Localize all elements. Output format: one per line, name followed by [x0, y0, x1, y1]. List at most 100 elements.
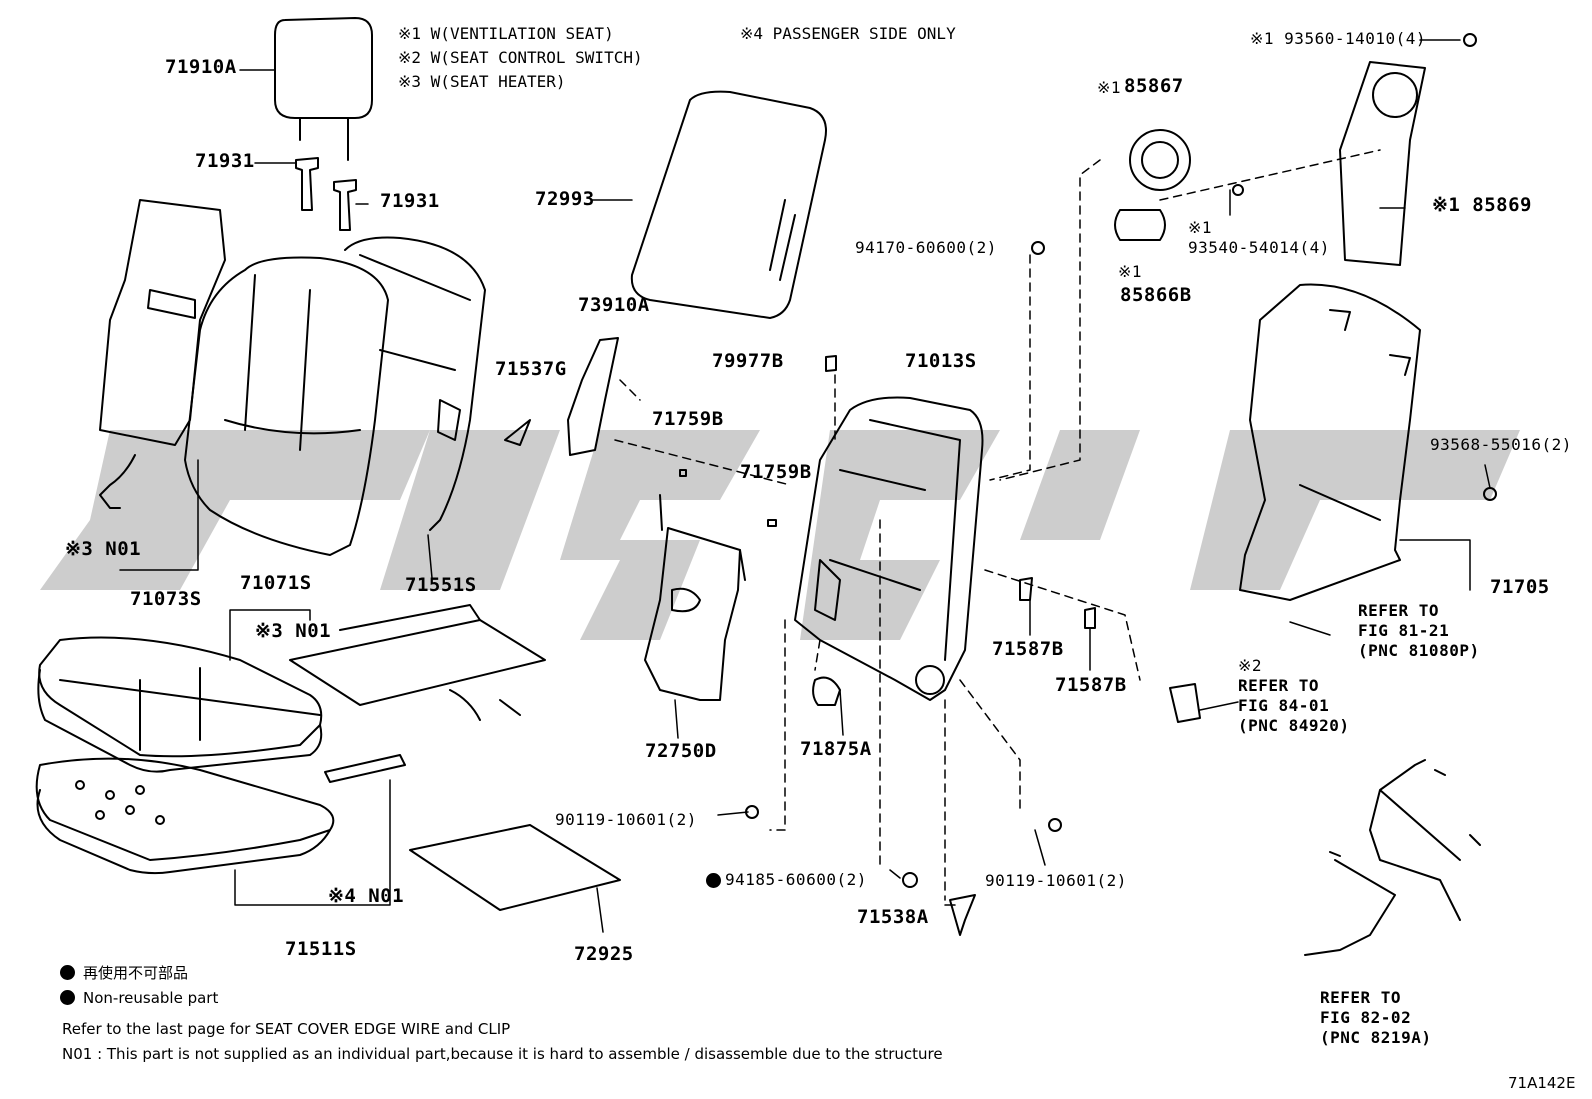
note-2: ※2 W(SEAT CONTROL SWITCH)	[398, 48, 643, 67]
label-71759B-a: 71759B	[652, 408, 724, 430]
label-72750D: 72750D	[645, 740, 717, 762]
ref-84-01-mark: ※2	[1238, 656, 1263, 675]
wire-harness-8219A	[1304, 759, 1481, 956]
watermark-logo	[40, 430, 1520, 640]
label-72993: 72993	[535, 188, 595, 210]
label-85869: ※1 85869	[1432, 194, 1532, 216]
clip-71537G	[504, 419, 531, 446]
label-71537G: 71537G	[495, 358, 567, 380]
ref-82-02-line2: FIG 82-02	[1320, 1008, 1412, 1027]
label-71910A: 71910A	[165, 56, 237, 78]
label-71587B-b: 71587B	[1055, 674, 1127, 696]
bracket-71587B-b	[1084, 607, 1096, 629]
label-85867-mark: ※1	[1097, 78, 1122, 97]
label-85866B-mark: ※1	[1118, 262, 1143, 281]
ref-82-02: REFER TO FIG 82-02 (PNC 8219A)	[1320, 990, 1431, 1046]
label-85867: 85867	[1124, 75, 1184, 97]
bolt-93560	[1463, 33, 1477, 47]
clip-71538A	[949, 894, 976, 936]
legend-jp-text: 再使用不可部品	[83, 964, 189, 982]
label-N01-back: ※3 N01	[65, 538, 142, 560]
label-71073S: 71073S	[130, 588, 202, 610]
seatback-cover-71551S	[184, 236, 486, 556]
label-71013S: 71013S	[905, 350, 977, 372]
label-N01-bottom: ※4 N01	[328, 885, 405, 907]
footer-line1: Refer to the last page for SEAT COVER ED…	[62, 1020, 511, 1038]
ref-81-21-line2: FIG 81-21	[1358, 621, 1450, 640]
back-cover-71705	[1239, 283, 1421, 601]
seat-cushion-pad-71511S	[35, 757, 335, 875]
headrest-71910A	[274, 17, 373, 161]
note-3: ※3 W(SEAT HEATER)	[398, 72, 566, 91]
seatback-frame-71013S	[794, 396, 984, 701]
legend-en-text: Non-reusable part	[83, 989, 219, 1007]
label-72925: 72925	[574, 943, 634, 965]
clip-71759B-a	[679, 469, 687, 477]
label-93540: 93540-54014(4)	[1188, 238, 1330, 257]
label-71931-b: 71931	[380, 190, 440, 212]
legend-dot-icon	[60, 965, 75, 980]
ref-81-21-line3: (PNC 81080P)	[1358, 641, 1480, 660]
label-71551S: 71551S	[405, 574, 477, 596]
ref-82-02-line1: REFER TO	[1320, 988, 1402, 1007]
legend-en: Non-reusable part	[60, 990, 218, 1006]
note-4: ※4 PASSENGER SIDE ONLY	[740, 24, 956, 43]
clip-71759B-b	[767, 519, 777, 527]
seat-cushion-cover-71071S	[37, 636, 323, 773]
note-1: ※1 W(VENTILATION SEAT)	[398, 24, 614, 43]
clip-71875A	[812, 676, 841, 706]
ref-81-21-line1: REFER TO	[1358, 601, 1440, 620]
mat-72925	[409, 824, 621, 911]
label-71875A: 71875A	[800, 738, 872, 760]
ref-84-01-line2: FIG 84-01	[1238, 696, 1330, 715]
leader-lines	[119, 39, 1491, 933]
duct-85869	[1339, 61, 1426, 266]
label-N01-top: ※3 N01	[255, 620, 332, 642]
bracket-71587B-a	[1019, 577, 1033, 601]
bolt-90119-right	[1048, 818, 1062, 832]
lumbar-support-72750D	[644, 494, 746, 701]
nonreusable-dot	[706, 873, 721, 888]
side-pad-73910A	[567, 337, 619, 456]
label-71071S: 71071S	[240, 572, 312, 594]
connector-79977B	[825, 355, 837, 372]
label-71538A: 71538A	[857, 906, 929, 928]
bolt-93540	[1232, 184, 1244, 196]
label-90119-left: 90119-10601(2)	[555, 810, 697, 829]
label-71759B-b: 71759B	[740, 461, 812, 483]
figure-code: 71A142E	[1508, 1074, 1576, 1092]
label-94185: 94185-60600(2)	[725, 870, 867, 889]
legend-jp: 再使用不可部品	[60, 965, 188, 981]
label-73910A: 73910A	[578, 294, 650, 316]
switch-84920	[1169, 683, 1201, 723]
ref-84-01: REFER TO FIG 84-01 (PNC 84920)	[1238, 678, 1349, 734]
ref-84-01-line3: (PNC 84920)	[1238, 716, 1350, 735]
label-93560: ※1 93560-14010(4)	[1250, 29, 1427, 48]
legend-dot-icon	[60, 990, 75, 1005]
label-71511S: 71511S	[285, 938, 357, 960]
ref-82-02-line3: (PNC 8219A)	[1320, 1028, 1432, 1047]
back-board-72993	[630, 90, 827, 319]
label-71587B-a: 71587B	[992, 638, 1064, 660]
footer-line2: N01 : This part is not supplied as an in…	[62, 1045, 943, 1063]
switch-trim	[324, 754, 406, 783]
label-79977B: 79977B	[712, 350, 784, 372]
label-94170: 94170-60600(2)	[855, 238, 997, 257]
ref-81-21: REFER TO FIG 81-21 (PNC 81080P)	[1358, 603, 1480, 659]
label-85866B: 85866B	[1120, 284, 1192, 306]
label-71931-a: 71931	[195, 150, 255, 172]
label-71705: 71705	[1490, 576, 1550, 598]
seat-heater-mat	[289, 604, 546, 721]
nut-94185	[902, 872, 918, 888]
nut-94170	[1031, 241, 1045, 255]
seatback-pad-71073S	[99, 199, 226, 509]
dashed-guides	[614, 149, 1381, 901]
fan-85867	[1129, 129, 1191, 191]
headrest-guides-71931	[295, 157, 357, 231]
duct-85866B	[1114, 209, 1166, 241]
ref-84-01-line1: REFER TO	[1238, 676, 1320, 695]
label-90119-right: 90119-10601(2)	[985, 871, 1127, 890]
label-93540-mark: ※1	[1188, 218, 1213, 237]
label-93568: 93568-55016(2)	[1430, 435, 1572, 454]
